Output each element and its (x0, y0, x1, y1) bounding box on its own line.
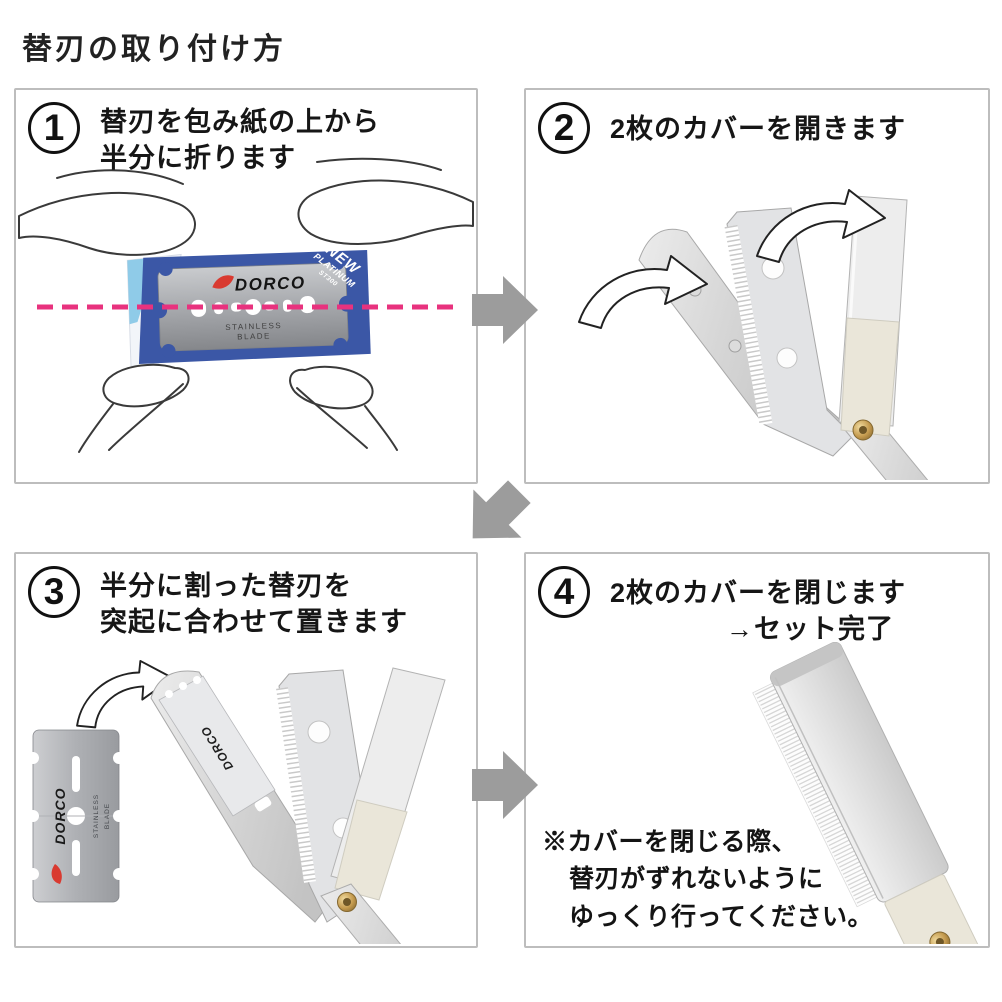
step-number-badge: 1 (28, 102, 80, 154)
brand-leaf-icon (51, 864, 62, 884)
step-number-badge: 4 (538, 566, 590, 618)
svg-text:BLADE: BLADE (104, 803, 111, 829)
step2-header: 2 2枚のカバーを開きます (538, 102, 980, 154)
caution-note: ※カバーを閉じる際、 替刃がずれないように ゆっくり行ってください。 (542, 824, 873, 937)
step2-illustration (578, 189, 929, 480)
caution-note-line1: ※カバーを閉じる際、 (542, 827, 798, 856)
razor-scale (884, 874, 980, 944)
half-blade (158, 675, 276, 817)
flow-arrow-right-icon (472, 751, 538, 819)
step3-header: 3 半分に割った替刃を 突起に合わせて置きます (28, 566, 468, 640)
step1-heading: 替刃を包み紙の上から 半分に折ります (100, 102, 380, 176)
blade-label-line2: BLADE (237, 331, 271, 341)
step4-heading-line2: →セット完了 (726, 614, 895, 645)
closed-razor (752, 642, 980, 944)
step3-heading-line1: 半分に割った替刃を (100, 571, 352, 601)
pivot-screw (929, 931, 951, 944)
rotate-arrow-icon (756, 189, 886, 263)
caution-note-line3: ゆっくり行ってください。 (569, 902, 874, 931)
wrapped-razor-blade: DORCO STAINLESS BLADE (151, 255, 355, 358)
step2-heading-line1: 2枚のカバーを開きます (610, 114, 907, 144)
brand-logo: DORCO (235, 273, 306, 294)
step-number-badge: 2 (538, 102, 590, 154)
hand-fingers-top (18, 157, 474, 256)
blade-package: DORCO STAINLESS BLADE NEW PLATINUM ST300 (126, 241, 371, 367)
step1-heading-line1: 替刃を包み紙の上から (100, 107, 380, 137)
hand-fingers-bottom (78, 363, 398, 453)
razor-scale (334, 799, 408, 901)
razor-scale (840, 317, 900, 437)
brand-logo: DORCO (52, 787, 68, 844)
flow-arrow-right-icon (472, 276, 538, 344)
step4-heading: 2枚のカバーを閉じます →セット完了 (610, 566, 906, 647)
page-title: 替刃の取り付け方 (22, 33, 286, 66)
step-panel-2: 2 2枚のカバーを開きます (524, 88, 990, 484)
pivot-screw (337, 892, 357, 912)
razor-handle (320, 883, 402, 944)
razor-blade-holder: DORCO (150, 670, 338, 923)
step1-header: 1 替刃を包み紙の上から 半分に折ります (28, 102, 468, 176)
brand-leaf-icon (212, 275, 234, 289)
caution-note-line2: 替刃がずれないように (569, 865, 824, 893)
spare-razor-blade: DORCO STAINLESS BLADE (27, 729, 125, 903)
step3-heading-line2: 突起に合わせて置きます (100, 607, 408, 638)
step1-heading-line2: 半分に折ります (100, 143, 296, 174)
step1-illustration: DORCO STAINLESS BLADE NEW PLATINUM ST300 (18, 157, 474, 453)
step-number-badge: 3 (28, 566, 80, 618)
step3-heading: 半分に割った替刃を 突起に合わせて置きます (100, 566, 408, 640)
step4-heading-line1: 2枚のカバーを閉じます (610, 578, 907, 608)
step4-illustration (752, 642, 980, 944)
razor-blade-holder (724, 207, 854, 457)
step-panel-1: 1 替刃を包み紙の上から 半分に折ります (14, 88, 478, 484)
step4-header: 4 2枚のカバーを閉じます →セット完了 (538, 566, 980, 647)
step2-heading: 2枚のカバーを開きます (610, 102, 906, 147)
rotate-arrow-icon (578, 255, 708, 329)
flow-arrow-down-left-icon (472, 480, 531, 539)
svg-text:STAINLESS: STAINLESS (93, 794, 100, 838)
step-panel-3: 3 半分に割った替刃を 突起に合わせて置きます (14, 552, 478, 948)
blade-label-line1: STAINLESS (225, 321, 282, 332)
pivot-screw (852, 419, 874, 441)
step-panel-4: 4 2枚のカバーを閉じます →セット完了 (524, 552, 990, 948)
step3-illustration: DORCO STAINLESS BLADE DORCO (27, 659, 446, 944)
